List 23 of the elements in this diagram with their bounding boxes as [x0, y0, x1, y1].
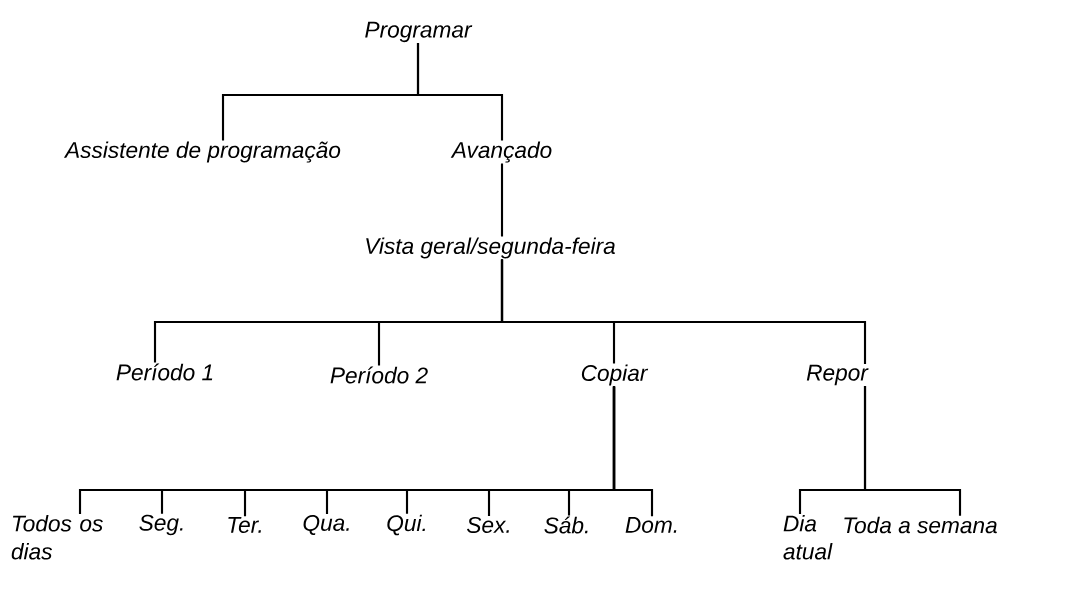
menu-label: Sáb.	[544, 516, 588, 534]
connector-line	[416, 43, 504, 141]
connector-line	[612, 386, 654, 517]
menu-label: Todos os dias	[11, 514, 103, 560]
menu-label: Seg.	[139, 514, 183, 536]
menu-label: Período 2	[330, 366, 428, 384]
menu-label: Qui.	[387, 514, 425, 536]
menu-label: Dom.	[625, 517, 677, 533]
menu-label: Ter.	[228, 517, 261, 533]
menu-label: Avançado	[450, 141, 552, 163]
menu-label: Copiar	[581, 364, 649, 386]
menu-label: Repor	[806, 364, 869, 386]
menu-label: Vista geral/segunda-feira	[366, 237, 615, 259]
menu-label: Sex.	[467, 516, 509, 534]
menu-label: Toda a semana	[844, 516, 997, 534]
menu-label: Período 1	[116, 363, 213, 381]
connector-line	[500, 163, 504, 237]
menu-label: Programar	[365, 21, 473, 43]
connector-line	[500, 259, 867, 364]
connector-line	[863, 386, 962, 516]
menu-label: Dia atual	[783, 514, 833, 560]
menu-label: Qua.	[303, 514, 349, 536]
menu-label: Assistente de programação	[63, 141, 341, 163]
